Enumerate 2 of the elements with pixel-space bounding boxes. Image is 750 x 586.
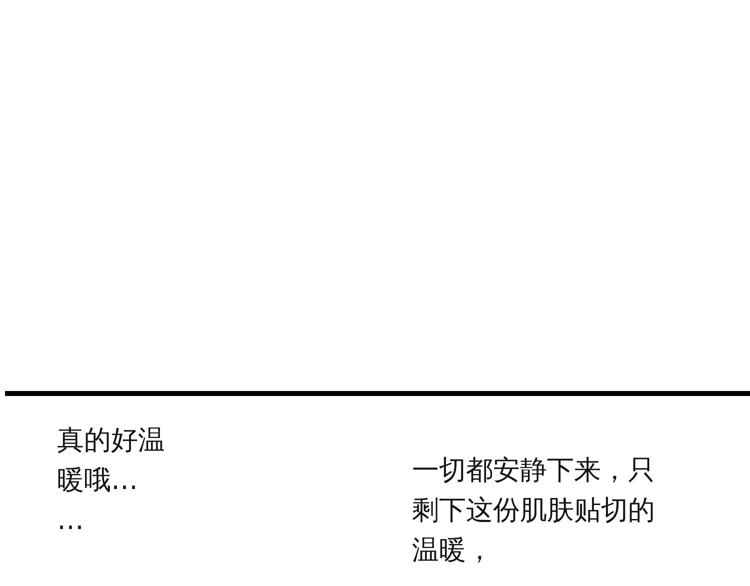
dialogue-text: 一切都安静下来，只剩下这份肌肤贴切的温暖， bbox=[412, 454, 656, 568]
dialogue-text: 真的好温暖哦… … bbox=[57, 424, 166, 538]
